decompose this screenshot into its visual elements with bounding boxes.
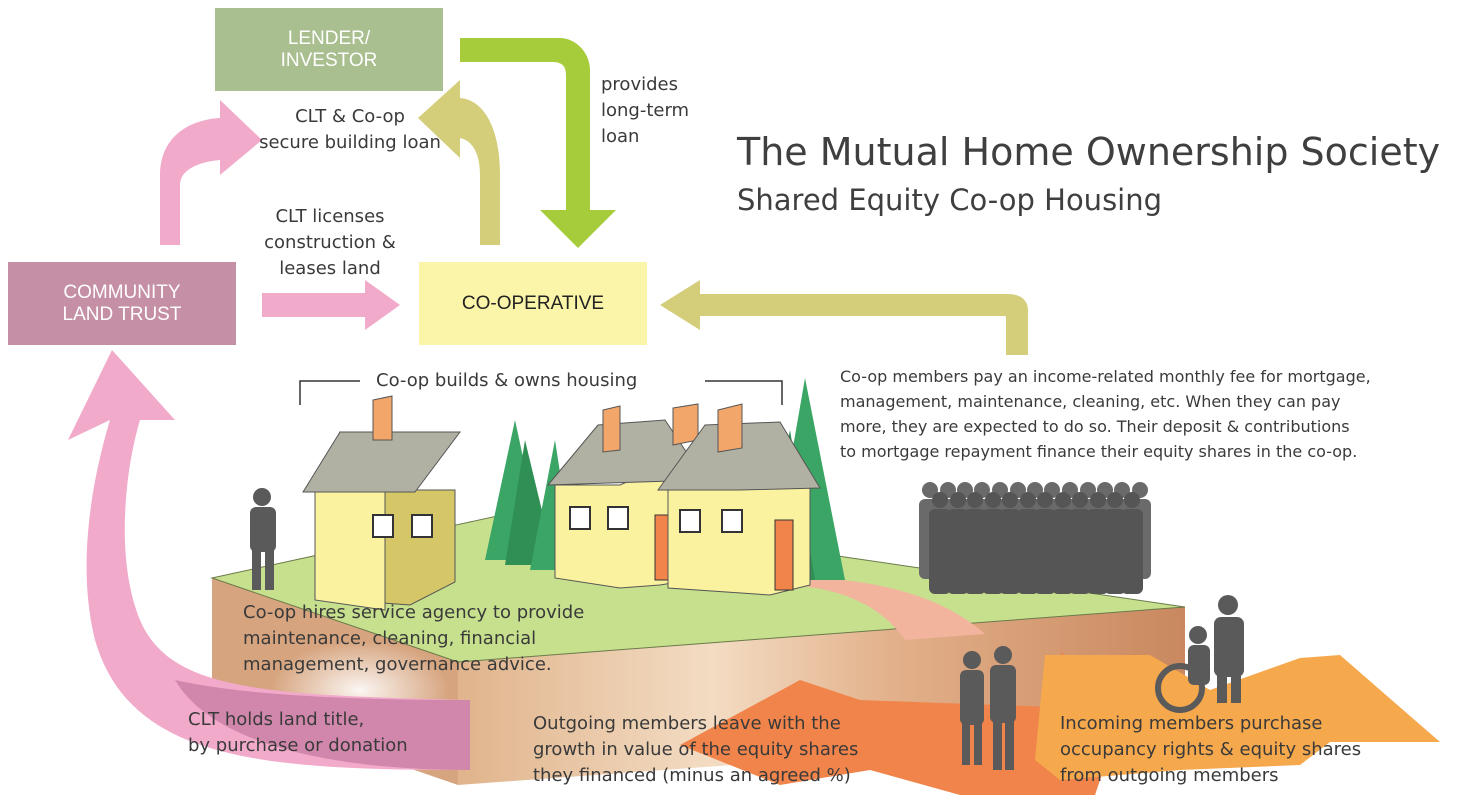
crowd-person-body (1069, 509, 1091, 594)
provides-line2: long-term (601, 100, 690, 121)
crowd-person-head (967, 492, 983, 508)
licenses-line2: construction & (264, 232, 396, 253)
crowd-person-head (932, 492, 948, 508)
builds-bracket (299, 380, 783, 405)
outgoing-line3: they financed (minus an agreed %) (533, 765, 851, 786)
incoming-members-label: Incoming members purchase occupancy righ… (1060, 711, 1361, 789)
fee-line3: more, they are expected to do so. Their … (840, 417, 1350, 436)
person-silhouette-left (250, 488, 276, 590)
co-operative-box: CO-OPERATIVE (419, 262, 647, 345)
crowd-person-body (982, 509, 1004, 594)
licenses-line3: leases land (279, 258, 381, 279)
crowd-person-body (947, 509, 969, 594)
member-crowd-silhouettes (919, 482, 1151, 594)
hires-line2: maintenance, cleaning, financial (243, 628, 537, 649)
builds-label: Co-op builds & owns housing (372, 368, 642, 394)
hires-line1: Co-op hires service agency to provide (243, 602, 585, 623)
crowd-person-head (1020, 492, 1036, 508)
provides-loan-label: provides long-term loan (601, 72, 689, 150)
olive-arrow-coop-to-lender (418, 80, 500, 245)
crowd-person-head (922, 482, 938, 498)
crowd-person-body (1052, 509, 1074, 594)
house-left (302, 395, 461, 611)
olive-arrow-members-to-coop (660, 280, 1028, 355)
crowd-person-body (1104, 509, 1126, 594)
light-orange-arrow-incoming (1035, 655, 1440, 780)
wheelchair-and-standing-silhouettes (1155, 595, 1244, 713)
crowd-person-body (1121, 509, 1143, 594)
licenses-line1: CLT licenses (275, 206, 385, 227)
crowd-person-head (1002, 492, 1018, 508)
page-title: The Mutual Home Ownership Society (737, 130, 1441, 174)
hires-line3: management, governance advice. (243, 654, 552, 675)
crowd-person-body (964, 509, 986, 594)
incoming-line3: from outgoing members (1060, 765, 1279, 786)
crowd-person-body (1087, 509, 1109, 594)
outgoing-line2: growth in value of the equity shares (533, 739, 859, 760)
crowd-person-body (929, 509, 951, 594)
pink-arrow-clt-holds-land (68, 350, 470, 770)
crowd-person-head (1055, 492, 1071, 508)
licenses-label: CLT licenses construction & leases land (245, 204, 415, 282)
crowd-person-head (1090, 492, 1106, 508)
lender-label-line2: INVESTOR (280, 49, 378, 71)
outgoing-line1: Outgoing members leave with the (533, 713, 841, 734)
hires-service-label: Co-op hires service agency to provide ma… (243, 600, 584, 678)
holds-title-label: CLT holds land title, by purchase or don… (188, 707, 408, 759)
outgoing-members-label: Outgoing members leave with the growth i… (533, 711, 858, 789)
crowd-person-head (1037, 492, 1053, 508)
secure-line1: CLT & Co-op (295, 106, 405, 127)
fee-line4: to mortgage repayment finance their equi… (840, 442, 1358, 461)
clt-label-line2: LAND TRUST (62, 303, 182, 325)
fee-line1: Co-op members pay an income-related mont… (840, 367, 1371, 386)
incoming-line1: Incoming members purchase (1060, 713, 1323, 734)
provides-line3: loan (601, 126, 640, 147)
crowd-person-head (1124, 492, 1140, 508)
crowd-person-body (999, 509, 1021, 594)
lender-label-line1: LENDER/ (287, 27, 371, 49)
green-arrow-lender-to-coop (460, 38, 616, 248)
pink-arrow-clt-to-lender (160, 100, 262, 245)
fee-description: Co-op members pay an income-related mont… (840, 364, 1470, 464)
provides-line1: provides (601, 74, 678, 95)
coop-label: CO-OPERATIVE (461, 292, 605, 314)
lender-investor-box: LENDER/INVESTOR (215, 8, 443, 91)
crowd-person-head (950, 492, 966, 508)
crowd-person-body (1017, 509, 1039, 594)
crowd-person-body (1034, 509, 1056, 594)
secure-line2: secure building loan (259, 132, 441, 153)
crowd-person-head (1072, 492, 1088, 508)
clt-label-line1: COMMUNITY (63, 281, 181, 303)
crowd-person-head (1107, 492, 1123, 508)
incoming-line2: occupancy rights & equity shares (1060, 739, 1362, 760)
secure-loan-label: CLT & Co-op secure building loan (250, 104, 450, 156)
fee-line2: management, maintenance, cleaning, etc. … (840, 392, 1341, 411)
house-middle (546, 403, 706, 589)
couple-silhouettes (960, 646, 1016, 770)
pink-arrow-clt-to-coop (262, 280, 400, 330)
holds-line1: CLT holds land title, (188, 709, 365, 730)
holds-line2: by purchase or donation (188, 735, 408, 756)
crowd-person-head (985, 492, 1001, 508)
page-subtitle: Shared Equity Co-op Housing (737, 183, 1163, 217)
house-right (657, 403, 821, 596)
